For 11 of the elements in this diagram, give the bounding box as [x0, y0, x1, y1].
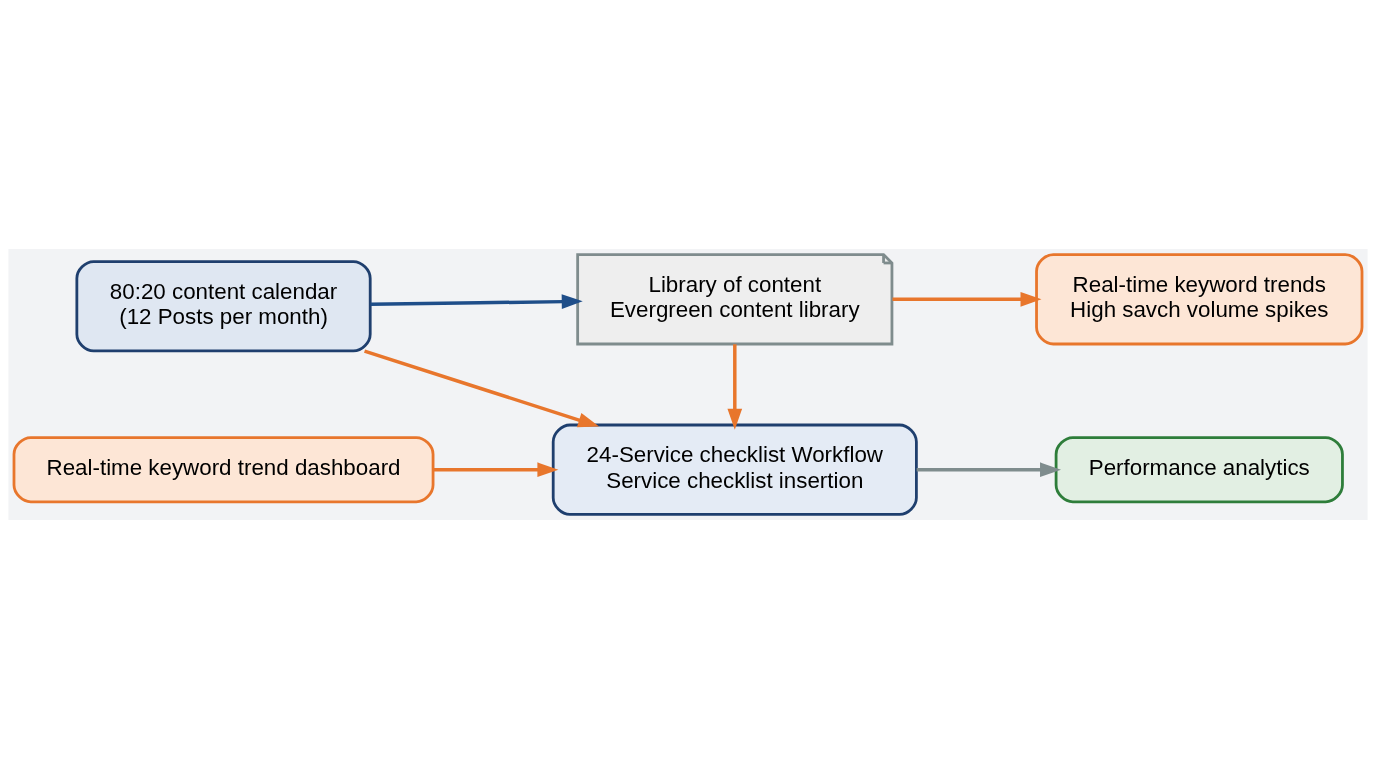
- arrow: [364, 349, 600, 427]
- node-box: 80:20 content calendar (12 Posts per month): [75, 259, 372, 352]
- arrow: [433, 461, 559, 477]
- node-box: Real-time keyword trends High savch volume spikes: [1035, 252, 1364, 345]
- node-box: Performance analytics: [1054, 435, 1344, 503]
- arrow: [727, 343, 743, 430]
- arrow: [892, 291, 1042, 307]
- arrow: [370, 293, 583, 309]
- node-box: Real-time keyword trend dashboard: [12, 435, 435, 503]
- node-box: 24-Service checklist Workflow Service checklist insertion: [551, 423, 918, 516]
- arrow: [916, 461, 1062, 477]
